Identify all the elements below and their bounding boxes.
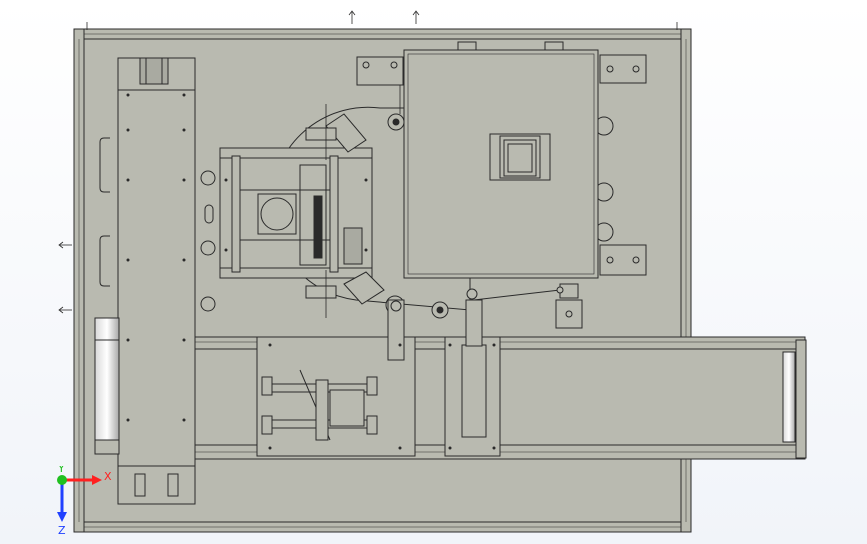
edge-markers <box>58 10 678 314</box>
z-axis-label: Z <box>58 524 66 536</box>
y-axis-dot <box>57 475 67 485</box>
y-axis-label: Y <box>57 466 65 475</box>
left-vertical-slide <box>94 57 196 505</box>
z-axis-arrowhead <box>57 512 67 522</box>
x-axis-label: X <box>104 470 112 483</box>
coordinate-triad: X Y Z <box>57 466 112 536</box>
gripper-module <box>219 104 385 318</box>
bottom-carriage <box>256 299 416 457</box>
enclosure-box <box>399 41 599 279</box>
screw-holes <box>126 93 496 450</box>
x-axis-arrowhead <box>92 475 102 485</box>
corner-clamps <box>356 54 647 329</box>
bottom-actuator <box>444 286 564 457</box>
frame-extrusions <box>73 28 692 533</box>
